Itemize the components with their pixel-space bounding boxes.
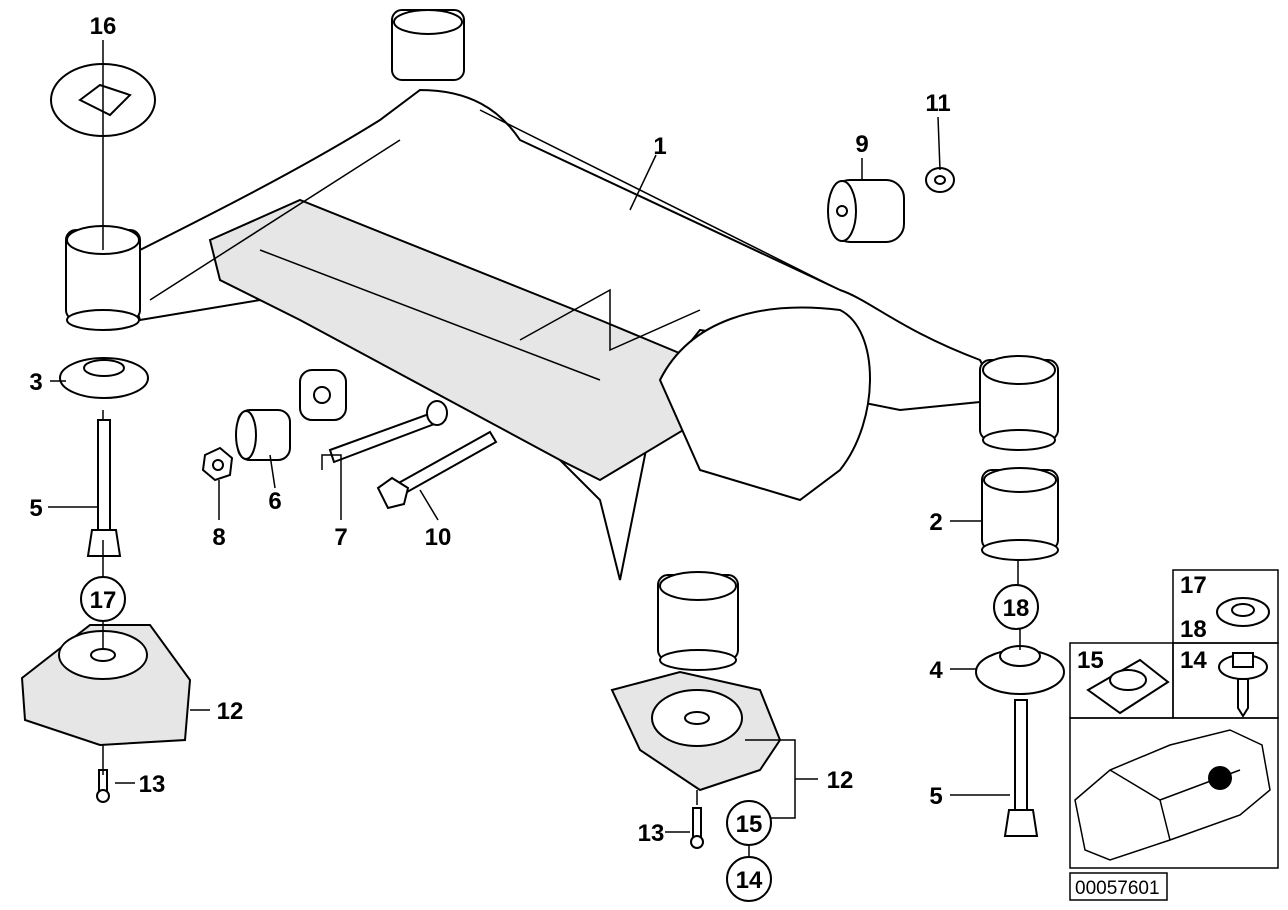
callout-14: 14 — [736, 867, 763, 894]
callout-4: 4 — [929, 657, 943, 684]
bolt-10 — [376, 430, 498, 510]
rubber-mount-2 — [981, 467, 1059, 561]
callout-7: 7 — [334, 524, 347, 551]
bolt-5-right — [1003, 699, 1039, 837]
callout-labels: 16 1 9 11 3 5 6 8 7 10 2 17 18 12 13 4 5… — [29, 13, 1029, 894]
leader-lines — [48, 40, 1021, 858]
cover-12-right — [610, 670, 782, 792]
diagram-code: 00057601 — [1075, 878, 1160, 899]
screw-13-right — [690, 807, 704, 849]
callout-12-right: 12 — [827, 767, 854, 794]
collar-nut-11 — [925, 167, 955, 193]
stud-7 — [328, 400, 448, 464]
bolt-5-left — [86, 419, 122, 557]
rubber-mount-right — [979, 355, 1059, 451]
callout-circles — [80, 576, 1039, 902]
inset-panel: 17 18 15 14 00057601 — [1069, 569, 1279, 901]
rubber-mount-bottom — [657, 571, 739, 671]
screw-13-left — [96, 769, 110, 803]
rubber-bushing-9 — [827, 179, 905, 243]
hex-nut-8 — [201, 446, 234, 482]
callout-15: 15 — [736, 811, 763, 838]
inset-label-15: 15 — [1077, 647, 1104, 674]
callout-18: 18 — [1003, 595, 1030, 622]
callout-16: 16 — [90, 13, 117, 40]
callout-13-left: 13 — [139, 771, 166, 798]
inset-label-17: 17 — [1180, 572, 1207, 599]
cover-12-left — [20, 624, 192, 747]
rear-axle-carrier — [118, 88, 1002, 581]
callout-8: 8 — [212, 524, 225, 551]
callout-12-left: 12 — [217, 698, 244, 725]
clip-nut-icon — [1086, 658, 1170, 715]
self-tapping-screw-icon — [1218, 652, 1268, 718]
callout-1: 1 — [653, 133, 666, 160]
washer-3 — [59, 357, 149, 399]
callout-5-right: 5 — [929, 783, 942, 810]
callout-17: 17 — [90, 587, 117, 614]
rubber-mount-top — [391, 9, 465, 81]
washer-icon — [1216, 597, 1270, 627]
callout-5-left: 5 — [29, 495, 42, 522]
inset-label-18: 18 — [1180, 616, 1207, 643]
inset-label-14: 14 — [1180, 647, 1207, 674]
car-location-icon — [1074, 729, 1271, 861]
callout-3: 3 — [29, 369, 42, 396]
callout-13-right: 13 — [638, 820, 665, 847]
callout-2: 2 — [929, 509, 942, 536]
callout-11: 11 — [925, 90, 950, 117]
callout-10: 10 — [425, 524, 452, 551]
callout-6: 6 — [268, 488, 281, 515]
callout-9: 9 — [855, 131, 868, 158]
mount-bushing-frame — [299, 369, 347, 421]
washer-4 — [975, 645, 1065, 695]
rubber-bushing-6 — [235, 409, 291, 461]
